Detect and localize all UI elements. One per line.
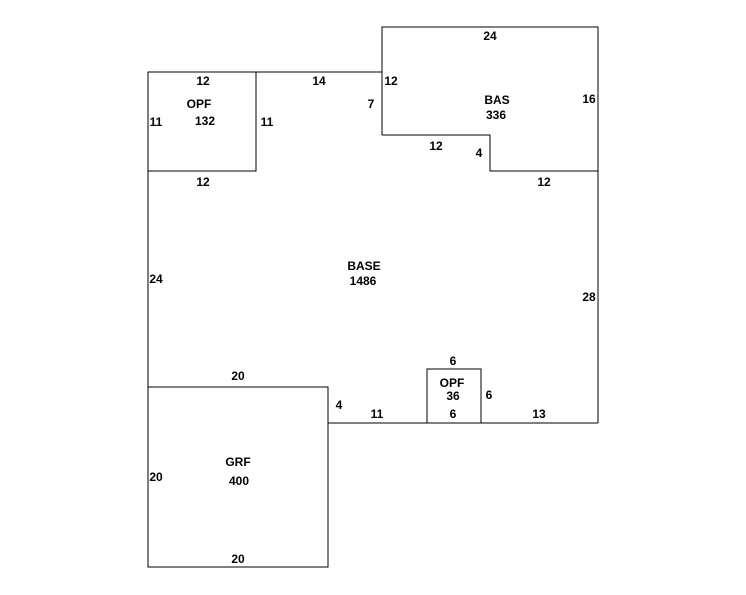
opf-top-area: 132 bbox=[195, 114, 215, 128]
dim-opf-top-top: 12 bbox=[196, 74, 210, 88]
dim-base-right: 28 bbox=[582, 290, 596, 304]
dim-link-top: 14 bbox=[312, 74, 326, 88]
dim-bas-step-bottom: 12 bbox=[429, 139, 443, 153]
bas-area: 336 bbox=[486, 108, 506, 122]
grf-label: GRF bbox=[225, 455, 250, 469]
dim-link-side: 7 bbox=[368, 97, 375, 111]
base-area: 1486 bbox=[350, 274, 377, 288]
dim-grf-left: 20 bbox=[149, 470, 163, 484]
dim-opf-top-right: 11 bbox=[261, 115, 274, 129]
dim-opf-small-right: 6 bbox=[486, 388, 493, 402]
opf-small-label: OPF bbox=[440, 376, 465, 390]
opf-small-area: 36 bbox=[446, 389, 460, 403]
grf-outline bbox=[147, 386, 329, 568]
grf-area: 400 bbox=[229, 474, 249, 488]
dim-grf-bottom: 20 bbox=[231, 552, 245, 566]
dim-base-right-top: 12 bbox=[537, 175, 551, 189]
opf-small-outline bbox=[426, 368, 482, 424]
opf-top-outline bbox=[147, 71, 257, 172]
dim-grf-side: 4 bbox=[336, 398, 343, 412]
dim-base-left: 24 bbox=[149, 272, 163, 286]
bas-label: BAS bbox=[484, 93, 509, 107]
dim-bas-left: 12 bbox=[384, 74, 398, 88]
dim-opf-small-top: 6 bbox=[450, 354, 457, 368]
dim-bas-right: 16 bbox=[582, 92, 596, 106]
dim-opf-top-bottom: 12 bbox=[196, 175, 210, 189]
dim-grf-top: 20 bbox=[231, 369, 245, 383]
dim-base-bottom-right: 13 bbox=[532, 407, 546, 421]
dim-opf-small-bottom: 6 bbox=[450, 407, 457, 421]
opf-top-label: OPF bbox=[187, 97, 212, 111]
dim-bas-step-side: 4 bbox=[476, 146, 483, 160]
dim-base-bottom-left: 11 bbox=[371, 407, 384, 421]
base-label: BASE bbox=[347, 259, 380, 273]
dim-opf-top-left: 11 bbox=[150, 115, 163, 129]
dim-bas-top: 24 bbox=[483, 29, 497, 43]
